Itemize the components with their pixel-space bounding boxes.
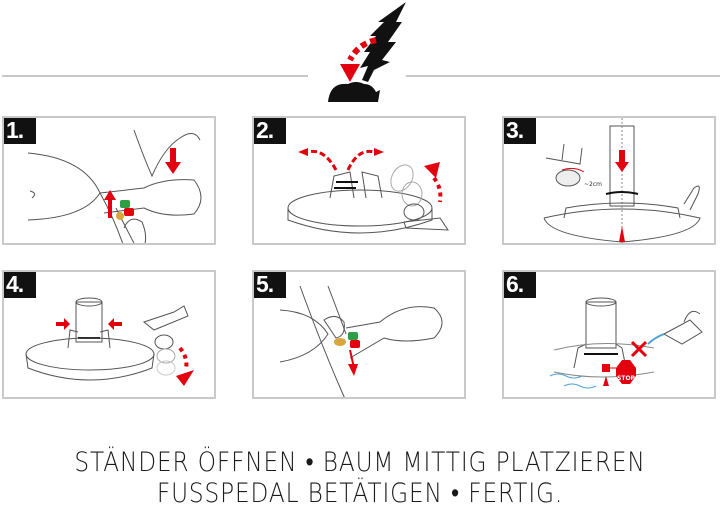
step-number: 2. bbox=[254, 118, 286, 144]
step-panel-3: 3. ~2cm bbox=[502, 116, 716, 245]
step-panel-5: 5. bbox=[252, 270, 466, 399]
foot-pedal-clamp-icon bbox=[25, 297, 194, 386]
step-panel-6: 6. STOP bbox=[502, 270, 716, 399]
step-panel-4: 4. bbox=[2, 270, 216, 399]
depth-note: ~2cm bbox=[584, 181, 602, 188]
step-panel-1: 1. bbox=[2, 116, 216, 245]
step-number: 5. bbox=[254, 272, 286, 298]
step-number: 6. bbox=[504, 272, 536, 298]
step-panel-2: 2. bbox=[252, 116, 466, 245]
open-stand-pedal-up-icon bbox=[287, 148, 449, 234]
caption-line-2: FUSSPEDAL BETÄTIGEN • FERTIG. bbox=[156, 478, 564, 509]
caption-line-1: STÄNDER ÖFFNEN • BAUM MITTIG PLATZIEREN bbox=[74, 447, 646, 478]
divider-right bbox=[406, 75, 720, 77]
tree-into-stand-icon bbox=[318, 0, 408, 102]
insert-trunk-center-icon: ~2cm bbox=[543, 118, 701, 243]
step-number: 4. bbox=[4, 272, 36, 298]
step-number: 3. bbox=[504, 118, 536, 144]
divider-left bbox=[2, 75, 308, 77]
stop-label: STOP bbox=[617, 375, 636, 382]
water-fill-stop-icon: STOP bbox=[549, 297, 703, 389]
step-number: 1. bbox=[4, 118, 36, 144]
lock-release-button-icon bbox=[279, 285, 443, 397]
press-release-button-icon bbox=[27, 129, 202, 243]
